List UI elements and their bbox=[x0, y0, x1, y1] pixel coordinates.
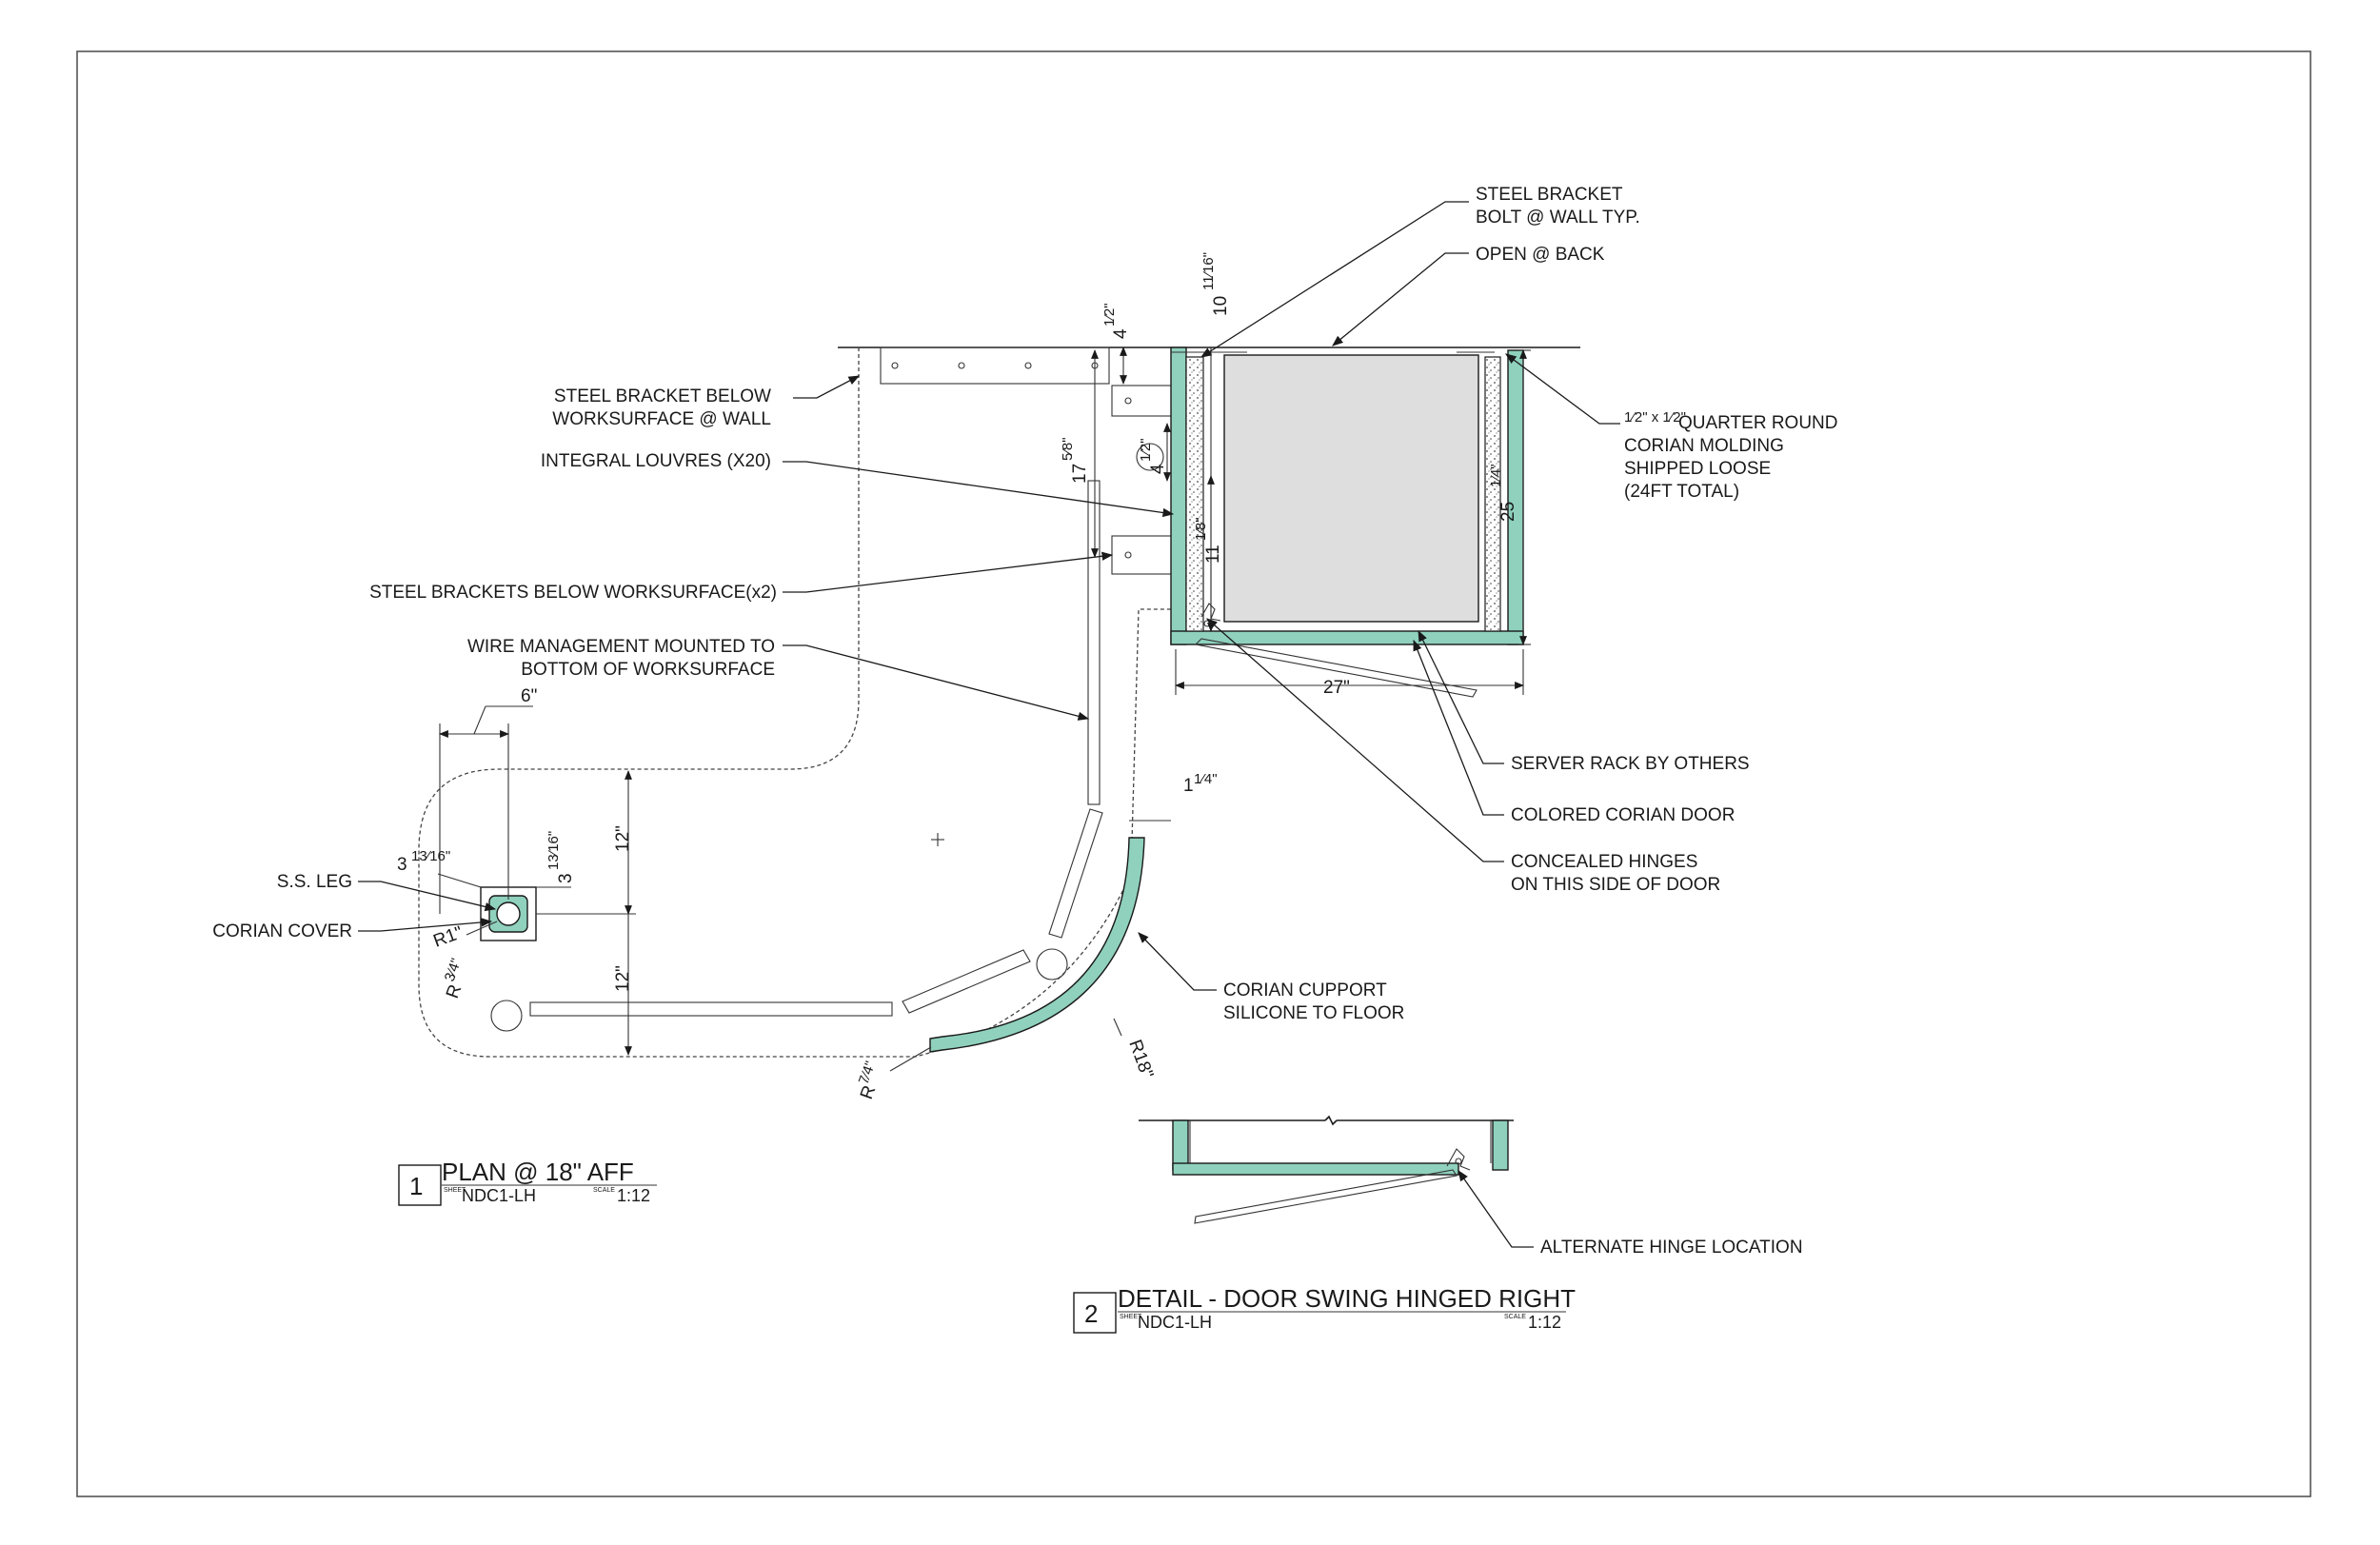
view-number-2: 2 bbox=[1084, 1299, 1098, 1328]
svg-text:SCALE: SCALE bbox=[593, 1187, 615, 1194]
detail-left-wall bbox=[1172, 1119, 1189, 1171]
svg-text:1⁄2" x 1⁄2": 1⁄2" x 1⁄2" bbox=[1624, 409, 1686, 426]
svg-text:1⁄8": 1⁄8" bbox=[1193, 517, 1209, 541]
detail-door-swing bbox=[1194, 1169, 1458, 1224]
grommet-top bbox=[1136, 443, 1164, 471]
wire-management-seg-1 bbox=[1048, 808, 1103, 939]
dim-4-half-top: 4 bbox=[1111, 328, 1131, 339]
label-steel-brackets-x2: STEEL BRACKETS BELOW WORKSURFACE(x2) bbox=[369, 583, 777, 603]
dim-12-top: 12" bbox=[613, 825, 633, 852]
svg-text:13⁄16": 13⁄16" bbox=[411, 848, 450, 864]
svg-text:5⁄8": 5⁄8" bbox=[1060, 437, 1076, 461]
dim-27: 27" bbox=[1323, 678, 1350, 698]
sheet-ref-2: NDC1-LH bbox=[1138, 1313, 1212, 1332]
label-ss-leg: S.S. LEG bbox=[277, 872, 352, 892]
dim-11-1-8: 11 bbox=[1203, 545, 1223, 564]
view-number-1: 1 bbox=[409, 1172, 423, 1200]
wire-management-horizontal bbox=[529, 1001, 893, 1017]
svg-text:1⁄4": 1⁄4" bbox=[1194, 771, 1218, 787]
view-title-2: 2 DETAIL - DOOR SWING HINGED RIGHT SHEET… bbox=[1073, 1284, 1576, 1334]
bracket-upper bbox=[1111, 385, 1174, 417]
bracket-lower bbox=[1111, 535, 1174, 575]
detail-hinge-glyph bbox=[1446, 1148, 1471, 1171]
grommet-mid bbox=[1036, 948, 1068, 980]
label-integral-louvres: INTEGRAL LOUVRES (X20) bbox=[541, 451, 771, 471]
svg-text:7⁄4": 7⁄4" bbox=[856, 1060, 879, 1087]
detail-view: ALTERNATE HINGE LOCATION 2 DETAIL - DOOR… bbox=[1073, 1115, 1803, 1334]
worksurface-inner-edge bbox=[1130, 608, 1173, 875]
dim-6: 6" bbox=[521, 686, 537, 706]
radius-r18: R18" bbox=[1124, 1038, 1157, 1081]
view-title-text-2: DETAIL - DOOR SWING HINGED RIGHT bbox=[1118, 1284, 1576, 1313]
dim-1-1-4: 1 bbox=[1183, 776, 1194, 796]
detail-right-wall bbox=[1492, 1119, 1509, 1171]
label-open-back: OPEN @ BACK bbox=[1476, 245, 1605, 265]
plan-view: 25 1⁄4" 27" 10 11⁄16" 4 1⁄2" 17 5⁄8" 4 1… bbox=[212, 185, 1838, 1206]
svg-text:1⁄2": 1⁄2" bbox=[1138, 438, 1154, 462]
enclosure-right-wall bbox=[1507, 349, 1524, 645]
radius-r3-4: R bbox=[443, 982, 466, 1001]
label-corian-cover: CORIAN COVER bbox=[212, 921, 352, 941]
worksurface-outline bbox=[418, 347, 1132, 1058]
dim-4-half-mid: 4 bbox=[1148, 464, 1168, 474]
svg-text:1⁄4": 1⁄4" bbox=[1488, 464, 1504, 487]
sheet-border bbox=[76, 50, 2311, 1497]
enclosure-left-wall bbox=[1170, 347, 1187, 645]
svg-text:SCALE: SCALE bbox=[1504, 1314, 1526, 1320]
leaders bbox=[358, 201, 1620, 991]
scale-2: 1:12 bbox=[1528, 1313, 1561, 1332]
dimensions: 25 1⁄4" 27" 10 11⁄16" 4 1⁄2" 17 5⁄8" 4 1… bbox=[397, 252, 1531, 1102]
radius-r1: R1" bbox=[431, 922, 466, 951]
dim-3-13-16-a: 3 bbox=[397, 855, 407, 875]
wall-bracket bbox=[880, 347, 1110, 385]
wire-management-seg-2 bbox=[902, 949, 1031, 1014]
label-alternate-hinge: ALTERNATE HINGE LOCATION bbox=[1540, 1238, 1803, 1258]
scale-1: 1:12 bbox=[617, 1186, 650, 1205]
ss-leg bbox=[496, 901, 521, 926]
door-swing bbox=[1194, 638, 1478, 698]
radius-r1-4: R bbox=[857, 1083, 880, 1102]
svg-text:13⁄16": 13⁄16" bbox=[545, 831, 562, 870]
server-rack bbox=[1223, 354, 1479, 623]
dim-10-11-16: 10 bbox=[1211, 296, 1231, 316]
dim-12-bottom: 12" bbox=[613, 965, 633, 992]
svg-text:SHEET: SHEET bbox=[444, 1187, 466, 1194]
svg-text:11⁄16": 11⁄16" bbox=[1200, 252, 1217, 290]
svg-text:1⁄2": 1⁄2" bbox=[1101, 303, 1118, 327]
corian-support-arc bbox=[929, 837, 1145, 1053]
dim-25-1-4: 25 bbox=[1498, 502, 1518, 522]
dim-17-5-8: 17 bbox=[1070, 464, 1090, 484]
svg-text:SHEET: SHEET bbox=[1120, 1314, 1142, 1320]
label-colored-door: COLORED CORIAN DOOR bbox=[1511, 805, 1735, 825]
dim-3-13-16-b: 3 bbox=[556, 873, 576, 883]
grommet-left bbox=[490, 1000, 523, 1032]
sheet-ref-1: NDC1-LH bbox=[462, 1186, 536, 1205]
label-server-rack: SERVER RACK BY OTHERS bbox=[1511, 754, 1750, 774]
enclosure-right-lining bbox=[1484, 356, 1501, 632]
detail-bottom bbox=[1172, 1162, 1459, 1176]
enclosure-left-lining bbox=[1185, 356, 1204, 632]
wire-management-vertical bbox=[1087, 480, 1101, 805]
view-title-text-1: PLAN @ 18" AFF bbox=[442, 1158, 634, 1186]
rack-enclosure bbox=[1170, 347, 1524, 698]
svg-text:3⁄4": 3⁄4" bbox=[442, 957, 465, 984]
view-title-1: 1 PLAN @ 18" AFF SHEET NDC1-LH SCALE 1:1… bbox=[398, 1158, 657, 1206]
